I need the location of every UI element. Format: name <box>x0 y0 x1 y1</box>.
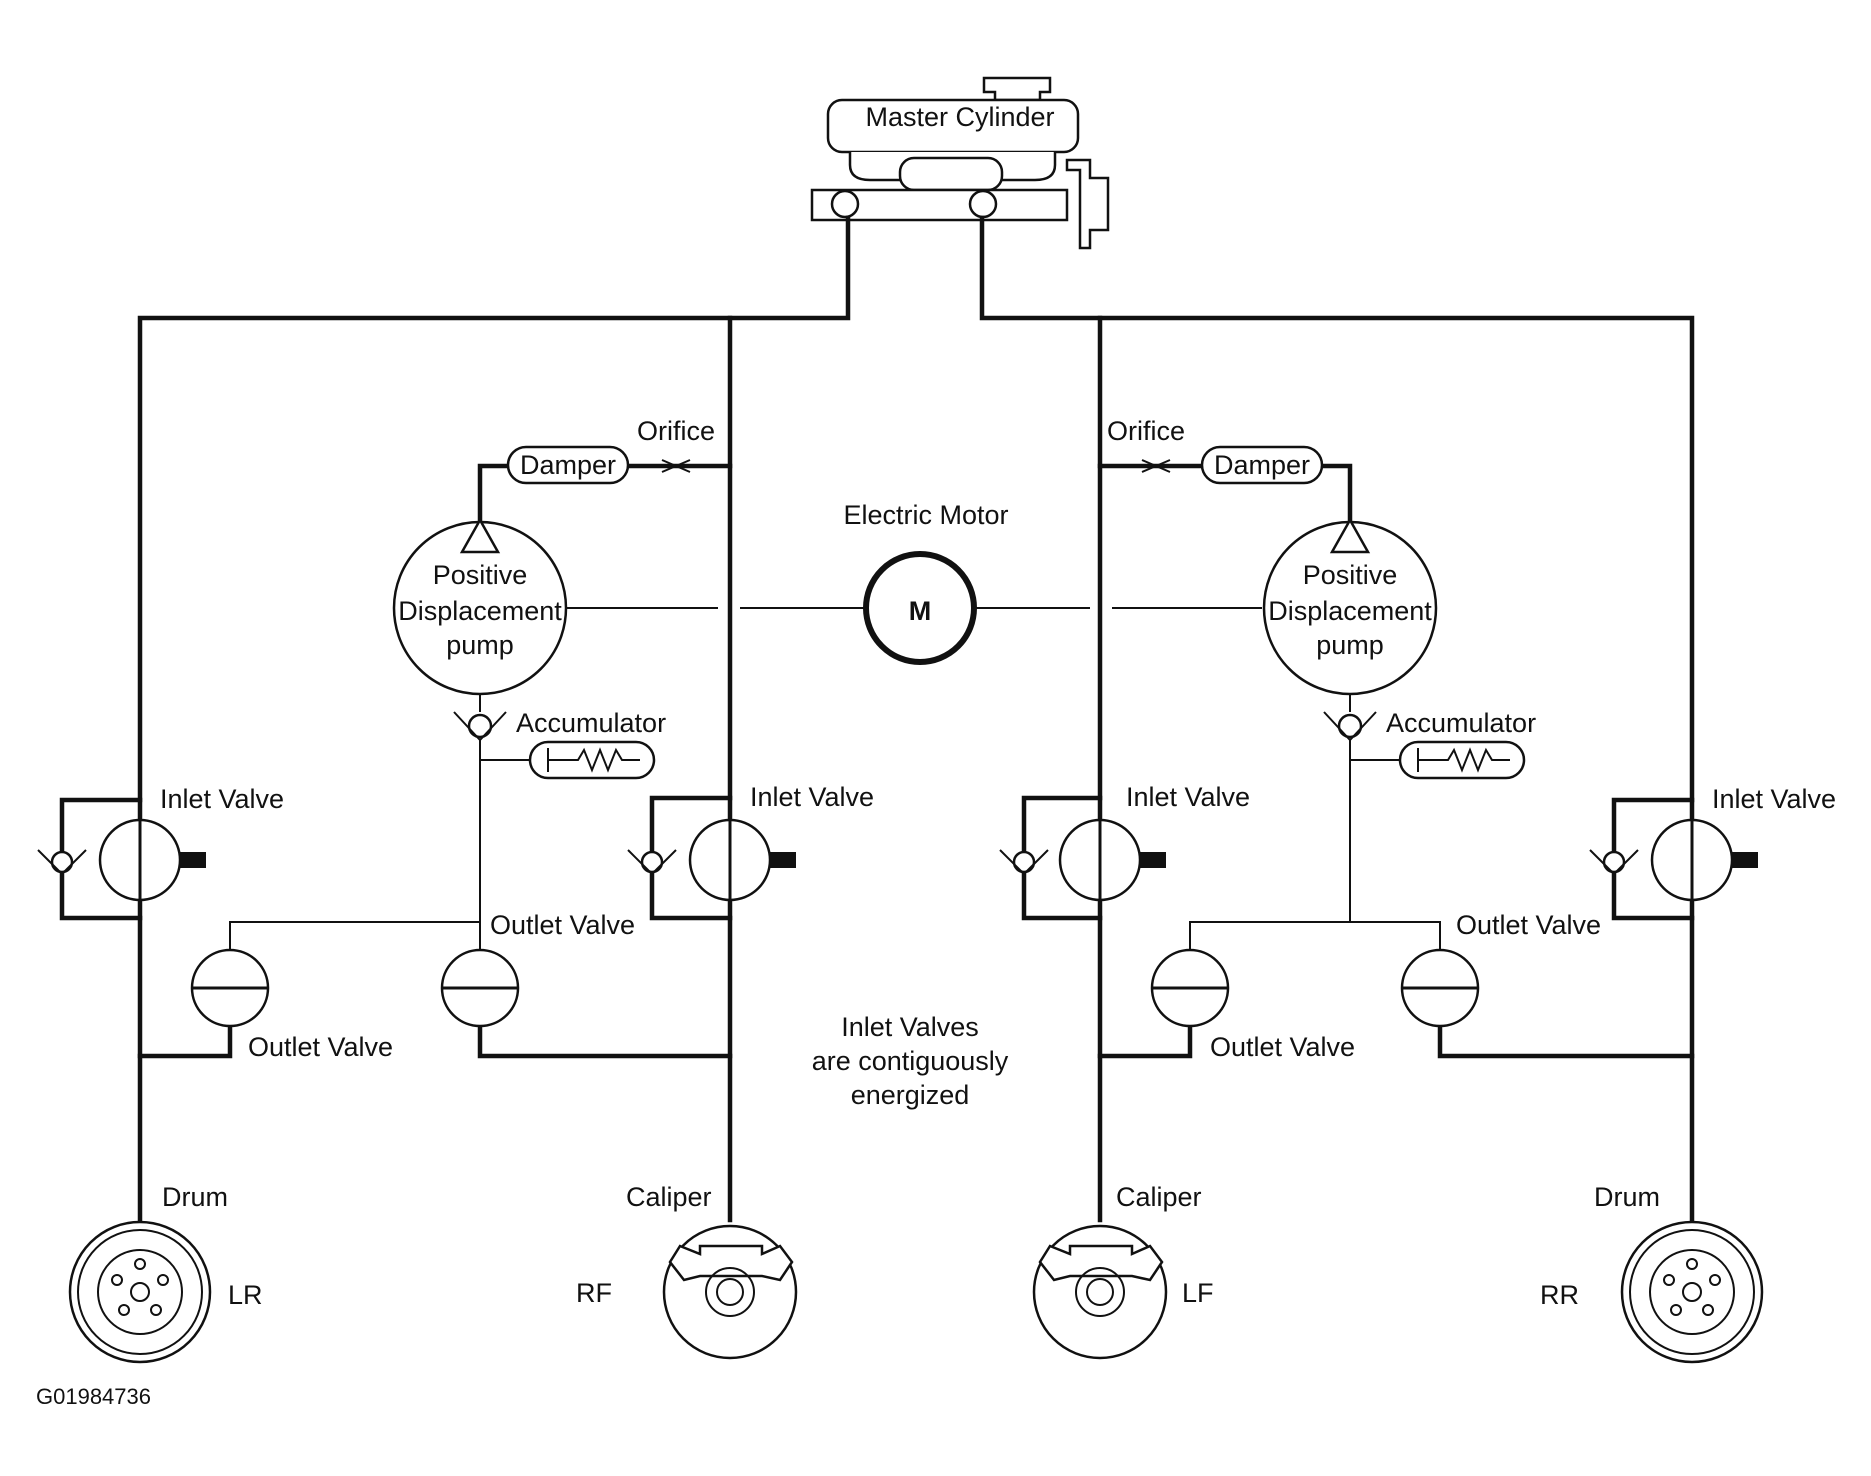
outlet-valve-right-bottom-label: Outlet Valve <box>1210 1032 1355 1062</box>
pump-right-line1: Positive <box>1303 560 1398 590</box>
orifice-right-symbol <box>1141 459 1171 473</box>
orifice-right-label: Orifice <box>1107 416 1185 446</box>
master-cylinder-label: Master Cylinder <box>865 102 1054 132</box>
check-valve-pump-right <box>1323 711 1377 742</box>
motor-symbol: M <box>909 596 932 626</box>
orifice-left-symbol <box>661 459 691 473</box>
outlet-valve-rr <box>1400 948 1480 1028</box>
inlet-valve-rr-label: Inlet Valve <box>1712 784 1836 814</box>
pump-left-line3: pump <box>446 630 514 660</box>
outlet-valve-lr <box>190 948 270 1028</box>
figure-id: G01984736 <box>36 1384 151 1409</box>
pump-right: Positive Displacement pump <box>1262 517 1438 696</box>
outlet-valve-left-top-label: Outlet Valve <box>490 910 635 940</box>
inlet-valve-lf <box>999 818 1166 902</box>
damper-right-label: Damper <box>1214 450 1310 480</box>
drum-left-label: Drum <box>162 1182 228 1212</box>
wheel-lr-label: LR <box>228 1280 263 1310</box>
note-line2: are contiguously <box>812 1046 1009 1076</box>
inlet-valve-rr <box>1589 818 1758 902</box>
pump-right-line3: pump <box>1316 630 1384 660</box>
wheel-rf-label: RF <box>576 1278 612 1308</box>
damper-left: Damper <box>506 445 630 485</box>
drum-right-label: Drum <box>1594 1182 1660 1212</box>
inlet-valve-rf <box>627 818 796 902</box>
orifice-left-label: Orifice <box>637 416 715 446</box>
outlet-valve-rf <box>440 948 520 1028</box>
inlet-valve-rf-label: Inlet Valve <box>750 782 874 812</box>
caliper-lf <box>1032 1224 1168 1360</box>
accumulator-left <box>528 740 656 780</box>
master-cylinder: Master Cylinder <box>810 76 1110 250</box>
accumulator-right-label: Accumulator <box>1386 708 1536 738</box>
inlet-valve-lr <box>37 818 206 902</box>
outlet-valve-lf <box>1150 948 1230 1028</box>
note-line1: Inlet Valves <box>841 1012 979 1042</box>
outlet-valve-right-top-label: Outlet Valve <box>1456 910 1601 940</box>
drum-rr <box>1620 1220 1764 1364</box>
pump-left: Positive Displacement pump <box>392 517 568 696</box>
electric-motor-label: Electric Motor <box>843 500 1008 530</box>
inlet-valve-lr-label: Inlet Valve <box>160 784 284 814</box>
pump-right-line2: Displacement <box>1268 596 1432 626</box>
return-lines <box>229 607 1441 955</box>
caliper-right-label: Caliper <box>1116 1182 1202 1212</box>
damper-left-label: Damper <box>520 450 616 480</box>
drum-lr <box>68 1220 212 1364</box>
caliper-rf <box>662 1224 798 1360</box>
note-line3: energized <box>851 1080 970 1110</box>
caliper-left-label: Caliper <box>626 1182 712 1212</box>
accumulator-left-label: Accumulator <box>516 708 666 738</box>
pump-left-line2: Displacement <box>398 596 562 626</box>
damper-right: Damper <box>1200 445 1324 485</box>
check-valve-pump-left <box>453 711 507 742</box>
wheel-lf-label: LF <box>1182 1278 1214 1308</box>
outlet-valve-left-bottom-label: Outlet Valve <box>248 1032 393 1062</box>
pump-left-line1: Positive <box>433 560 528 590</box>
wheel-rr-label: RR <box>1540 1280 1579 1310</box>
inlet-valve-lf-label: Inlet Valve <box>1126 782 1250 812</box>
accumulator-right <box>1398 740 1526 780</box>
electric-motor: M <box>863 551 977 665</box>
